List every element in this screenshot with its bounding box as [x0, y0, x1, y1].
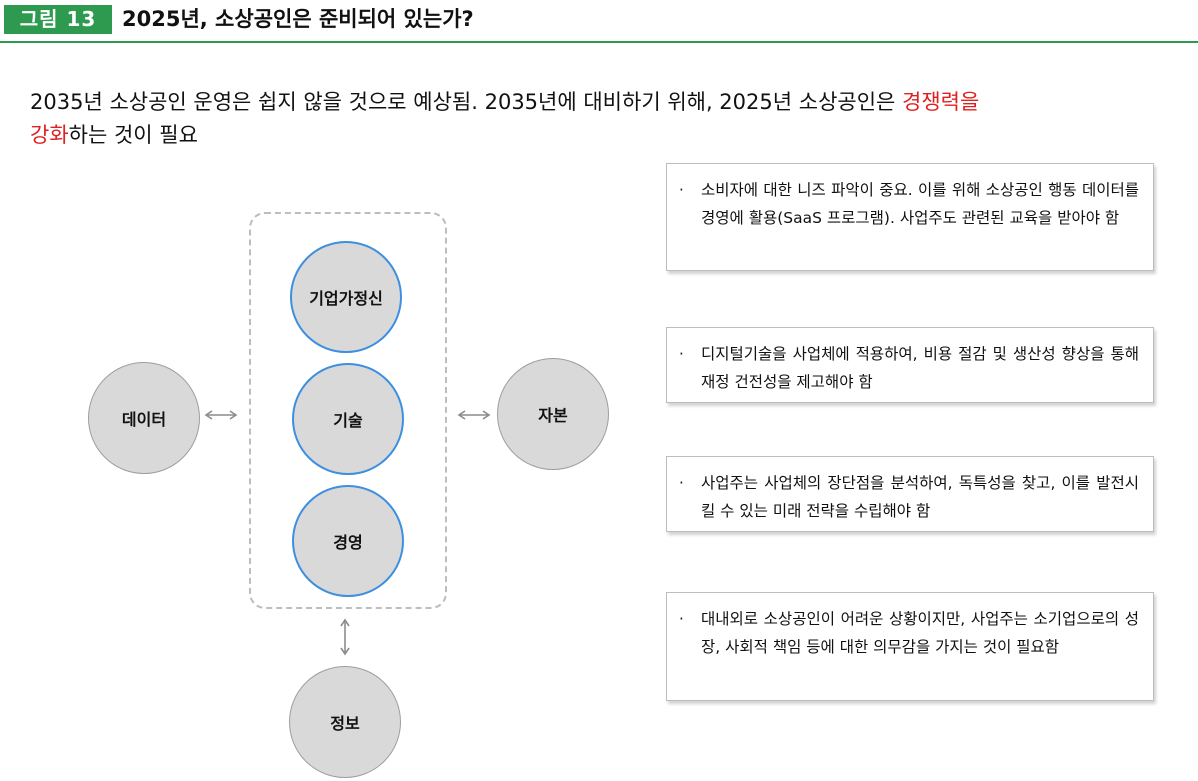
- note-bullet: ·: [679, 181, 684, 199]
- node-data: 데이터: [88, 362, 200, 474]
- summary-text: 2035년 소상공인 운영은 쉽지 않을 것으로 예상됨. 2035년에 대비하…: [30, 86, 1150, 152]
- note-text: 대내외로 소상공인이 어려운 상황이지만, 사업주는 소기업으로의 성장, 사회…: [701, 610, 1139, 656]
- node-capital: 자본: [497, 358, 609, 470]
- node-entrepreneurship: 기업가정신: [290, 241, 402, 353]
- note-data: · 소비자에 대한 니즈 파악이 중요. 이를 위해 소상공인 행동 데이터를 …: [666, 163, 1154, 271]
- node-label: 기업가정신: [309, 289, 383, 308]
- note-responsibility: · 대내외로 소상공인이 어려운 상황이지만, 사업주는 소기업으로의 성장, …: [666, 592, 1154, 701]
- node-label: 자본: [538, 406, 568, 425]
- note-bullet: ·: [679, 610, 684, 628]
- figure-title: 2025년, 소상공인은 준비되어 있는가?: [122, 7, 474, 31]
- summary-highlight-1: 경쟁력을: [902, 90, 980, 114]
- node-label: 정보: [330, 714, 360, 733]
- figure-label: 그림 13: [4, 5, 112, 34]
- figure-header: 그림 13 2025년, 소상공인은 준비되어 있는가?: [0, 0, 1198, 44]
- node-management: 경영: [292, 485, 404, 597]
- node-information: 정보: [289, 666, 401, 778]
- summary-highlight-2: 강화: [30, 123, 69, 147]
- node-label: 경영: [333, 533, 363, 552]
- header-divider: [0, 41, 1198, 43]
- note-technology: · 디지털기술을 사업체에 적용하여, 비용 절감 및 생산성 향상을 통해 재…: [666, 327, 1154, 403]
- note-text: 소비자에 대한 니즈 파악이 중요. 이를 위해 소상공인 행동 데이터를 경영…: [701, 181, 1139, 227]
- node-technology: 기술: [292, 363, 404, 475]
- note-text: 사업주는 사업체의 장단점을 분석하여, 독특성을 찾고, 이를 발전시킬 수 …: [701, 474, 1139, 520]
- note-bullet: ·: [679, 474, 684, 492]
- summary-line1: 2035년 소상공인 운영은 쉽지 않을 것으로 예상됨. 2035년에 대비하…: [30, 90, 903, 114]
- node-label: 기술: [333, 411, 363, 430]
- note-bullet: ·: [679, 345, 684, 363]
- note-text: 디지털기술을 사업체에 적용하여, 비용 절감 및 생산성 향상을 통해 재정 …: [701, 345, 1139, 391]
- core-group-box: [249, 212, 447, 609]
- summary-line2: 하는 것이 필요: [68, 123, 198, 147]
- node-label: 데이터: [121, 410, 167, 429]
- note-management: · 사업주는 사업체의 장단점을 분석하여, 독특성을 찾고, 이를 발전시킬 …: [666, 456, 1154, 532]
